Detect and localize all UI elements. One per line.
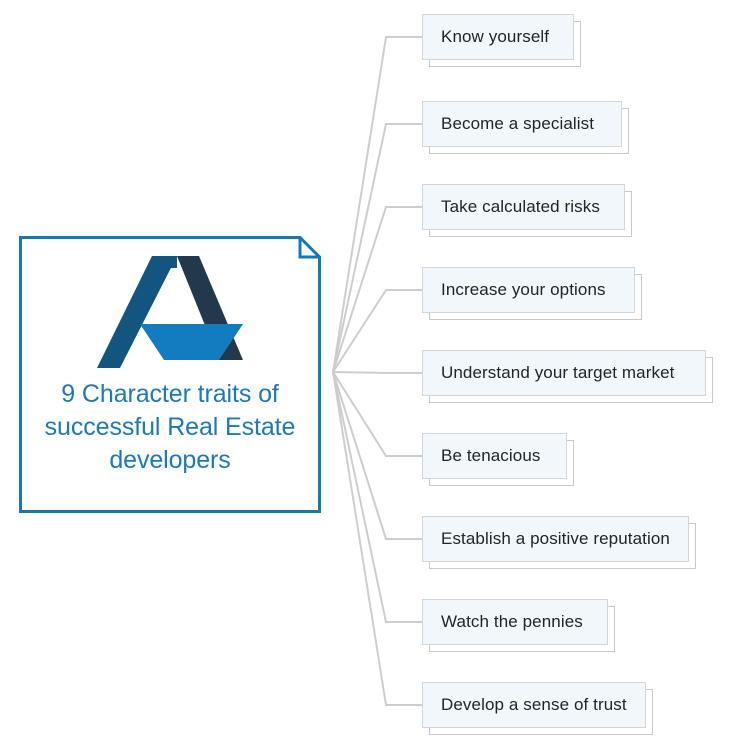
connector-line: [332, 371, 422, 457]
node-box-face[interactable]: Understand your target market: [422, 350, 706, 396]
node-label: Establish a positive reputation: [441, 529, 670, 548]
node-box[interactable]: Become a specialist: [422, 101, 629, 154]
node-box[interactable]: Know yourself: [422, 14, 581, 67]
node-box-face[interactable]: Take calculated risks: [422, 184, 625, 230]
node-box[interactable]: Take calculated risks: [422, 184, 632, 237]
node-box-face[interactable]: Know yourself: [422, 14, 574, 60]
node-box[interactable]: Establish a positive reputation: [422, 516, 696, 569]
connector-line: [332, 123, 422, 373]
node-box-face[interactable]: Become a specialist: [422, 101, 622, 147]
node-label: Increase your options: [441, 280, 606, 299]
node-box[interactable]: Understand your target market: [422, 350, 713, 403]
node-label: Take calculated risks: [441, 197, 600, 216]
page-title: 9 Character traits of successful Real Es…: [44, 380, 296, 474]
connector-line: [332, 371, 422, 374]
node-box-face[interactable]: Establish a positive reputation: [422, 516, 689, 562]
connector-line: [332, 206, 422, 373]
node-label: Know yourself: [441, 27, 550, 46]
node-box[interactable]: Be tenacious: [422, 433, 574, 486]
connector-line: [332, 371, 422, 623]
connector-line: [332, 289, 422, 373]
node-box[interactable]: Develop a sense of trust: [422, 682, 653, 735]
node-label: Develop a sense of trust: [441, 695, 627, 714]
connector-line: [332, 36, 422, 373]
connector-line: [332, 371, 422, 540]
connector-line: [332, 371, 422, 706]
center-card[interactable]: 9 Character traits of successful Real Es…: [19, 236, 321, 513]
node-label: Understand your target market: [441, 363, 675, 382]
card-outline: [19, 236, 321, 513]
node-label: Become a specialist: [441, 114, 595, 133]
autodesk-a-logo: [97, 256, 243, 368]
node-box-face[interactable]: Watch the pennies: [422, 599, 608, 645]
node-box[interactable]: Increase your options: [422, 267, 642, 320]
node-box-face[interactable]: Be tenacious: [422, 433, 567, 479]
node-label: Watch the pennies: [441, 612, 583, 631]
node-box-face[interactable]: Develop a sense of trust: [422, 682, 646, 728]
node-box-face[interactable]: Increase your options: [422, 267, 635, 313]
node-box[interactable]: Watch the pennies: [422, 599, 615, 652]
node-label: Be tenacious: [441, 446, 541, 465]
